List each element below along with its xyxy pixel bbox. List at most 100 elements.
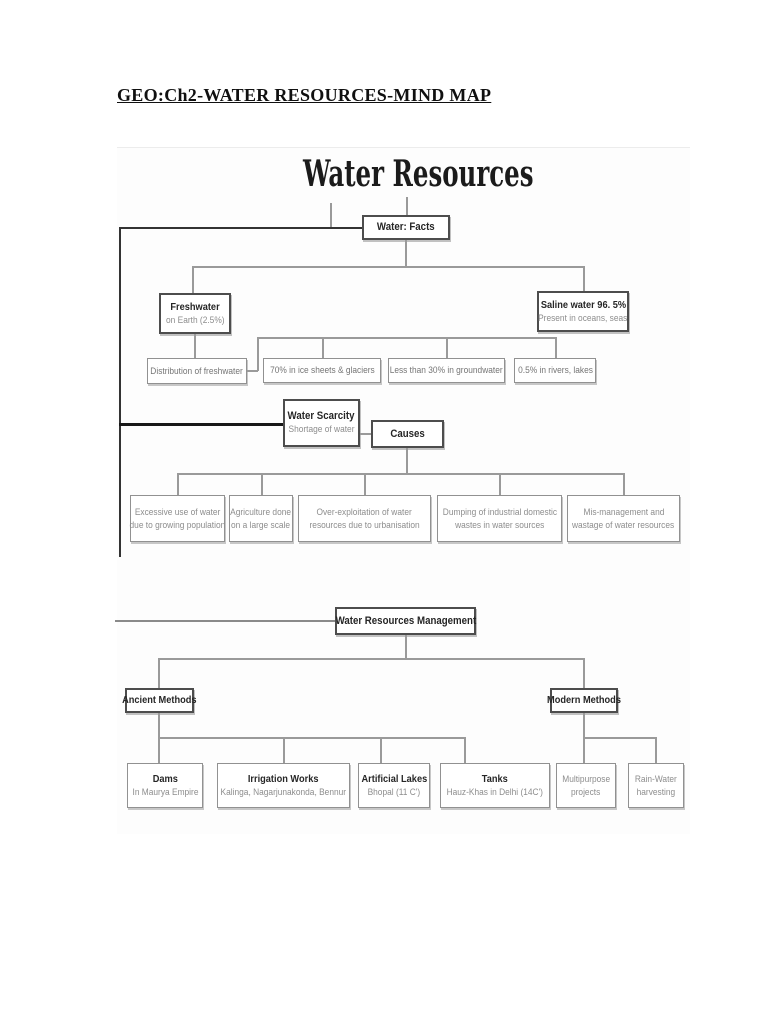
node-line: Agriculture done — [230, 506, 292, 518]
node-water-scarcity: Water Scarcity Shortage of water — [283, 399, 360, 447]
node-freshwater: Freshwater on Earth (2.5%) — [159, 293, 231, 334]
node-artificial-lakes: Artificial Lakes Bhopal (11 C') — [358, 763, 430, 808]
connector — [583, 266, 585, 291]
node-cause-overexploitation: Over-exploitation of water resources due… — [298, 495, 431, 542]
connector — [158, 658, 585, 660]
node-title: Water: Facts — [377, 221, 435, 233]
mindmap-image-background — [117, 147, 690, 834]
node-cause-population: Excessive use of water due to growing po… — [130, 495, 225, 542]
connector — [405, 635, 407, 658]
connector — [119, 227, 362, 229]
node-tanks: Tanks Hauz-Khas in Delhi (14C') — [440, 763, 550, 808]
node-line: wastage of water resources — [572, 519, 675, 531]
connector — [322, 337, 324, 358]
node-title: Tanks — [481, 772, 509, 785]
connector — [115, 620, 335, 622]
node-causes: Causes — [371, 420, 444, 448]
node-subtitle: Bhopal (11 C') — [367, 786, 421, 798]
connector — [406, 197, 408, 215]
connector — [247, 370, 258, 372]
node-title: Water Resources Management — [335, 614, 476, 627]
node-modern-methods: Modern Methods — [547, 688, 621, 713]
node-title: Freshwater — [170, 300, 220, 313]
node-title: 70% in ice sheets & glaciers — [269, 365, 375, 376]
mindmap-title: Water Resources — [303, 153, 534, 195]
connector — [257, 337, 259, 371]
node-line: on a large scale — [231, 519, 291, 531]
node-groundwater: Less than 30% in groundwater — [388, 358, 505, 383]
connector — [655, 737, 657, 763]
connector — [360, 433, 371, 435]
node-distribution-of-freshwater: Distribution of freshwater — [147, 358, 247, 384]
connector — [194, 334, 196, 358]
node-subtitle: Present in oceans, seas — [538, 312, 628, 324]
node-ancient-methods: Ancient Methods — [122, 688, 197, 713]
node-line: Dumping of industrial domestic — [442, 506, 557, 518]
connector — [406, 448, 408, 473]
node-line: Over-exploitation of water — [316, 506, 413, 518]
node-title: 0.5% in rivers, lakes — [517, 365, 593, 376]
node-line: wastes in water sources — [454, 519, 545, 531]
node-title: Less than 30% in groundwater — [390, 365, 503, 376]
node-cause-agriculture: Agriculture done on a large scale — [229, 495, 293, 542]
connector — [583, 737, 656, 739]
node-title: Modern Methods — [547, 694, 621, 706]
connector — [158, 658, 160, 688]
connector — [364, 473, 366, 495]
node-title: Saline water 96. 5% — [540, 298, 626, 311]
connector — [330, 203, 332, 228]
connector — [464, 737, 466, 763]
node-rivers-lakes: 0.5% in rivers, lakes — [514, 358, 596, 383]
node-cause-mismanagement: Mis-management and wastage of water reso… — [567, 495, 680, 542]
node-line: Rain-Water — [635, 773, 677, 785]
node-title: Artificial Lakes — [361, 772, 427, 785]
connector — [261, 473, 263, 495]
node-line: due to growing population — [129, 519, 226, 531]
node-title: Water Scarcity — [288, 410, 355, 422]
connector — [380, 737, 382, 763]
node-line: projects — [571, 786, 601, 798]
connector — [257, 337, 556, 339]
connector — [158, 737, 465, 739]
node-title: Distribution of freshwater — [150, 365, 244, 377]
node-title: Causes — [390, 427, 425, 440]
doc-heading: GEO:Ch2-WATER RESOURCES-MIND MAP — [117, 85, 492, 105]
node-dams: Dams In Maurya Empire — [127, 763, 203, 808]
node-line: Excessive use of water — [134, 506, 221, 518]
connector — [119, 227, 121, 557]
connector — [119, 423, 283, 426]
node-line: Multipurpose — [562, 773, 610, 785]
node-multipurpose-projects: Multipurpose projects — [556, 763, 616, 808]
node-subtitle: Hauz-Khas in Delhi (14C') — [446, 786, 544, 798]
connector — [192, 266, 194, 293]
node-line: Mis-management and — [583, 506, 664, 518]
node-line: resources due to urbanisation — [309, 519, 420, 531]
connector — [283, 737, 285, 763]
node-irrigation-works: Irrigation Works Kalinga, Nagarjunakonda… — [217, 763, 350, 808]
node-ice-sheets-glaciers: 70% in ice sheets & glaciers — [263, 358, 381, 383]
node-title: Irrigation Works — [248, 772, 319, 785]
node-water-resources-management: Water Resources Management — [335, 607, 476, 635]
connector — [583, 658, 585, 688]
node-subtitle: Shortage of water — [288, 424, 355, 435]
connector — [446, 337, 448, 358]
connector — [158, 737, 160, 763]
connector — [177, 473, 179, 495]
node-rainwater-harvesting: Rain-Water harvesting — [628, 763, 684, 808]
connector — [555, 337, 557, 358]
node-title: Ancient Methods — [122, 694, 197, 706]
node-subtitle: on Earth (2.5%) — [165, 314, 225, 326]
connector — [192, 266, 584, 268]
connector — [405, 240, 407, 266]
connector — [499, 473, 501, 495]
node-saline-water: Saline water 96. 5% Present in oceans, s… — [537, 291, 629, 332]
node-subtitle: Kalinga, Nagarjunakonda, Bennur — [220, 786, 347, 798]
node-subtitle: In Maurya Empire — [132, 786, 199, 798]
connector — [623, 473, 625, 495]
node-line: harvesting — [636, 786, 676, 798]
connector — [177, 473, 624, 475]
node-water-facts: Water: Facts — [362, 215, 450, 240]
connector — [158, 713, 160, 737]
node-title: Dams — [152, 772, 178, 785]
